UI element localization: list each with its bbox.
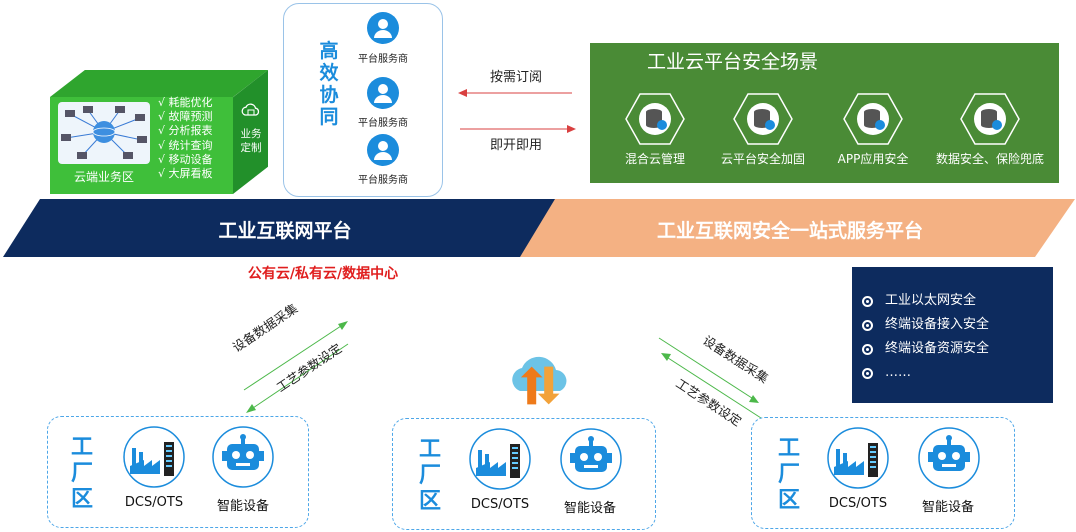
factory-dcs-icon — [464, 428, 536, 494]
factory-title: 工 厂 区 — [418, 437, 442, 515]
industrial-platform-band: 工业互联网平台 — [218, 220, 352, 242]
feature-item: √ 故障预测 — [158, 110, 213, 124]
title-char: 厂 — [777, 462, 800, 487]
title-char: 工 — [777, 436, 800, 461]
robot-icon — [210, 426, 276, 492]
network-topology-icon — [58, 102, 150, 164]
title-char: 区 — [777, 488, 800, 513]
scene-label: 云平台安全加固 — [720, 152, 805, 166]
collaboration-box — [283, 3, 443, 197]
platform-bands — [0, 197, 1076, 263]
ready-label: 即开即用 — [490, 138, 543, 153]
database-lock-icon — [960, 93, 1020, 149]
database-app-icon — [843, 93, 903, 149]
feature-item: √ 耗能优化 — [158, 96, 213, 109]
business-custom-label: 业务 定制 — [236, 127, 266, 155]
list-item: 工业以太网安全 — [862, 289, 989, 313]
feature-item: √ 大屏看板 — [158, 167, 213, 181]
ready-arrow — [458, 120, 578, 139]
smart-device-label: 智能设备 — [921, 500, 974, 515]
title-char: 效 — [319, 62, 339, 84]
title-char: 高 — [319, 40, 339, 62]
database-add-icon — [733, 93, 793, 149]
title-char: 同 — [319, 106, 339, 128]
feature-item: √ 移动设备 — [158, 152, 213, 166]
list-item: …… — [862, 361, 989, 385]
title-char: 厂 — [418, 463, 441, 488]
feature-item: √ 分析报表 — [158, 124, 213, 138]
robot-icon — [916, 427, 982, 493]
security-list-panel — [852, 267, 1053, 403]
dcs-label: DCS/OTS — [828, 496, 888, 511]
flow-arrows-right — [655, 332, 765, 426]
factory-title: 工 厂 区 — [70, 435, 94, 513]
user-icon — [367, 134, 399, 170]
list-item-text: …… — [885, 365, 911, 380]
provider-label: 平台服务商 — [358, 54, 408, 65]
database-shield-icon — [625, 93, 685, 149]
list-item: 终端设备接入安全 — [862, 313, 989, 337]
subscribe-label: 按需订阅 — [490, 70, 543, 85]
security-scenes-title: 工业云平台安全场景 — [646, 51, 818, 73]
robot-icon — [558, 428, 624, 494]
scene-label: 混合云管理 — [624, 152, 685, 166]
scene-label: 数据安全、保险兜底 — [935, 152, 1044, 166]
deployment-note: 公有云/私有云/数据中心 — [247, 266, 399, 282]
scene-label: APP应用安全 — [837, 152, 909, 166]
provider-label: 平台服务商 — [358, 118, 408, 129]
title-char: 区 — [70, 487, 93, 512]
security-platform-band: 工业互联网安全一站式服务平台 — [656, 220, 923, 242]
smart-device-label: 智能设备 — [563, 501, 616, 516]
factory-zone — [47, 416, 309, 528]
user-icon — [367, 77, 399, 113]
bullet-icon — [862, 295, 873, 307]
cloud-storage-icon — [241, 103, 261, 123]
smart-device-label: 智能设备 — [216, 499, 269, 514]
list-item: 终端设备资源安全 — [862, 337, 989, 361]
bullet-icon — [862, 343, 873, 355]
dcs-label: DCS/OTS — [124, 495, 184, 510]
title-char: 厂 — [70, 461, 93, 486]
list-item-text: 工业以太网安全 — [885, 293, 977, 308]
title-char: 协 — [319, 84, 339, 106]
subscribe-arrow — [458, 84, 574, 103]
title-char: 区 — [418, 489, 441, 514]
list-item-text: 终端设备资源安全 — [885, 341, 990, 356]
bullet-icon — [862, 367, 873, 379]
factory-dcs-icon — [822, 427, 894, 493]
factory-zone — [751, 417, 1015, 529]
bullet-icon — [862, 319, 873, 331]
provider-label: 平台服务商 — [358, 175, 408, 186]
dcs-label: DCS/OTS — [470, 497, 530, 512]
factory-dcs-icon — [118, 426, 190, 492]
title-char: 工 — [70, 435, 93, 460]
factory-title: 工 厂 区 — [777, 436, 801, 514]
cube-top-face — [50, 70, 268, 97]
collab-title: 高 效 协 同 — [316, 40, 342, 128]
side-label-line: 定制 — [240, 142, 262, 154]
side-label-line: 业务 — [240, 128, 262, 140]
cloud-zone-label: 云端业务区 — [73, 170, 134, 184]
user-icon — [367, 12, 399, 48]
cloud-feature-list: √ 耗能优化 √ 故障预测 √ 分析报表 √ 统计查询 √ 移动设备 √ 大屏看… — [158, 96, 213, 181]
flow-arrows-left — [236, 318, 356, 422]
cloud-sync-icon — [506, 345, 574, 417]
feature-item: √ 统计查询 — [158, 138, 213, 152]
list-item-text: 终端设备接入安全 — [885, 317, 990, 332]
title-char: 工 — [418, 437, 441, 462]
security-list: 工业以太网安全 终端设备接入安全 终端设备资源安全 …… — [862, 289, 989, 385]
